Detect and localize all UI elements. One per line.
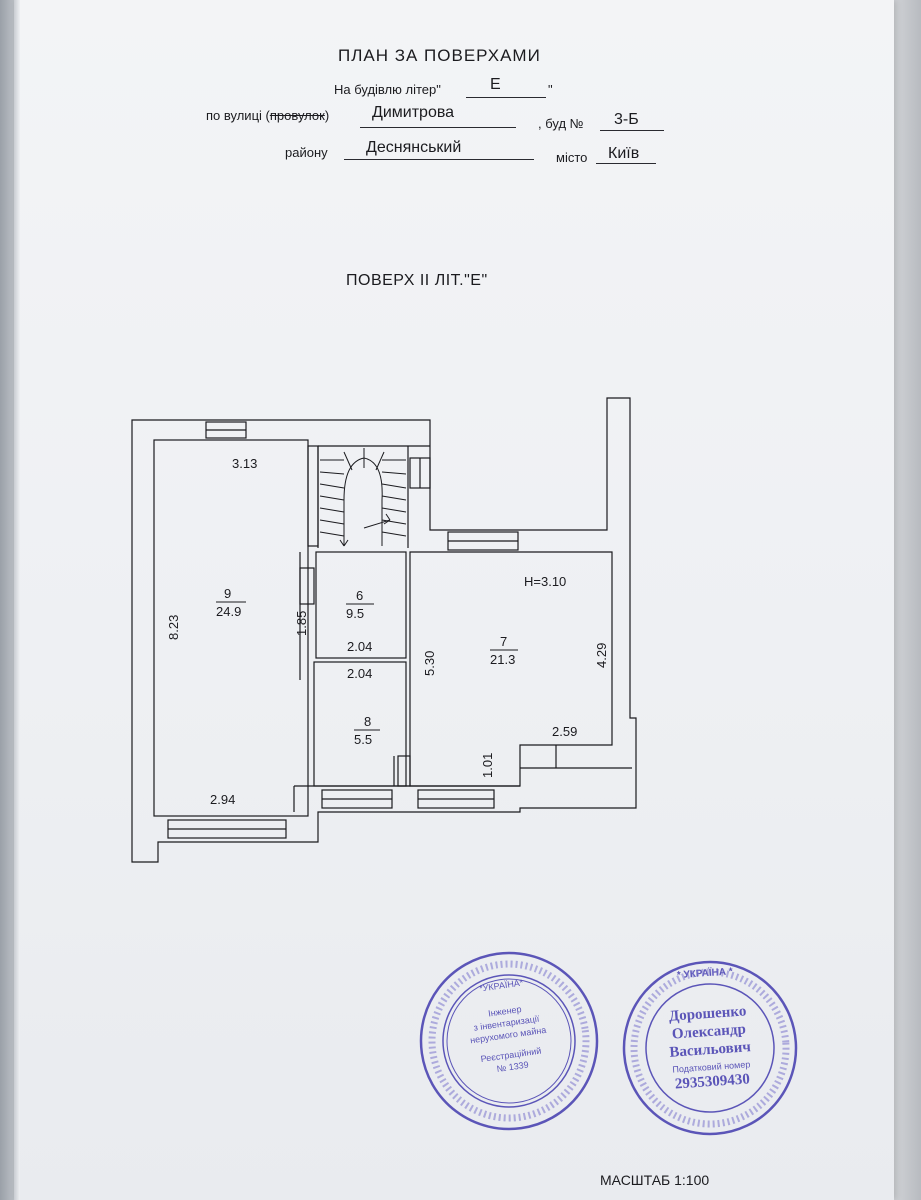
- document-page: [14, 0, 894, 1200]
- room-7-number: 7: [500, 634, 507, 649]
- room-9-number: 9: [224, 586, 231, 601]
- room-7-area: 21.3: [490, 652, 515, 667]
- svg-text:№ 1339: № 1339: [496, 1060, 529, 1074]
- district-label: району: [285, 145, 328, 160]
- house-underline: [600, 130, 664, 131]
- street-underline: [360, 127, 516, 128]
- door-room8: [397, 755, 411, 787]
- dim-3-13: 3.13: [232, 456, 257, 471]
- street-label: по вулиці (провулок): [206, 108, 330, 123]
- binder-edge: [0, 0, 18, 1200]
- building-close-quote: ": [548, 82, 553, 97]
- outer-wall: [131, 397, 637, 863]
- district-value: Деснянський: [366, 139, 462, 156]
- room-9-area: 24.9: [216, 604, 241, 619]
- page-fold: [14, 0, 20, 1200]
- svg-text:2935309430: 2935309430: [674, 1071, 750, 1092]
- dim-4-29: 4.29: [594, 643, 609, 668]
- dim-8-23: 8.23: [166, 615, 181, 640]
- city-value: Київ: [608, 145, 640, 162]
- document-title: ПЛАН ЗА ПОВЕРХАМИ: [338, 46, 541, 65]
- room-8-area: 5.5: [354, 732, 372, 747]
- room-6-area: 9.5: [346, 606, 364, 621]
- dim-1-85: 1.85: [294, 611, 309, 636]
- stamp-personal: * УКРАЇНА * Дорошенко Олександр Васильов…: [622, 960, 798, 1136]
- dim-2-94: 2.94: [210, 792, 235, 807]
- building-label: На будівлю літер": [334, 82, 441, 97]
- floor-title: ПОВЕРХ II ЛІТ."Е": [346, 272, 488, 289]
- room-7-wall: [409, 551, 613, 787]
- height-note: H=3.10: [524, 574, 566, 589]
- dim-5-30: 5.30: [422, 651, 437, 676]
- room-8-number: 8: [364, 714, 371, 729]
- city-underline: [596, 163, 656, 164]
- city-label: місто: [556, 150, 588, 165]
- district-underline: [344, 159, 534, 160]
- dim-2-04-bottom: 2.04: [347, 666, 372, 681]
- dim-2-04-top: 2.04: [347, 639, 372, 654]
- room-6-number: 6: [356, 588, 363, 603]
- svg-text:Інженер: Інженер: [488, 1004, 523, 1019]
- svg-text:Васильович: Васильович: [669, 1039, 752, 1061]
- door-room6: [299, 567, 315, 605]
- svg-text:Олександр: Олександр: [671, 1021, 746, 1042]
- dim-2-59: 2.59: [552, 724, 577, 739]
- room-9-wall: [153, 439, 309, 817]
- scale-label: МАСШТАБ 1:100: [600, 1172, 710, 1188]
- svg-text:* УКРАЇНА *: * УКРАЇНА *: [676, 964, 733, 981]
- staircase: [319, 448, 407, 547]
- house-label: , буд №: [538, 116, 584, 131]
- dim-1-01: 1.01: [480, 753, 495, 778]
- svg-text:Дорошенко: Дорошенко: [668, 1003, 747, 1024]
- building-underline: [466, 97, 546, 98]
- stamp-engineer: *УКРАЇНА* Інженер з інвентаризації нерух…: [419, 951, 599, 1131]
- street-value: Димитрова: [372, 104, 455, 121]
- building-value: Е: [490, 76, 501, 93]
- house-value: 3-Б: [614, 111, 639, 128]
- room-6-wall: [315, 551, 407, 659]
